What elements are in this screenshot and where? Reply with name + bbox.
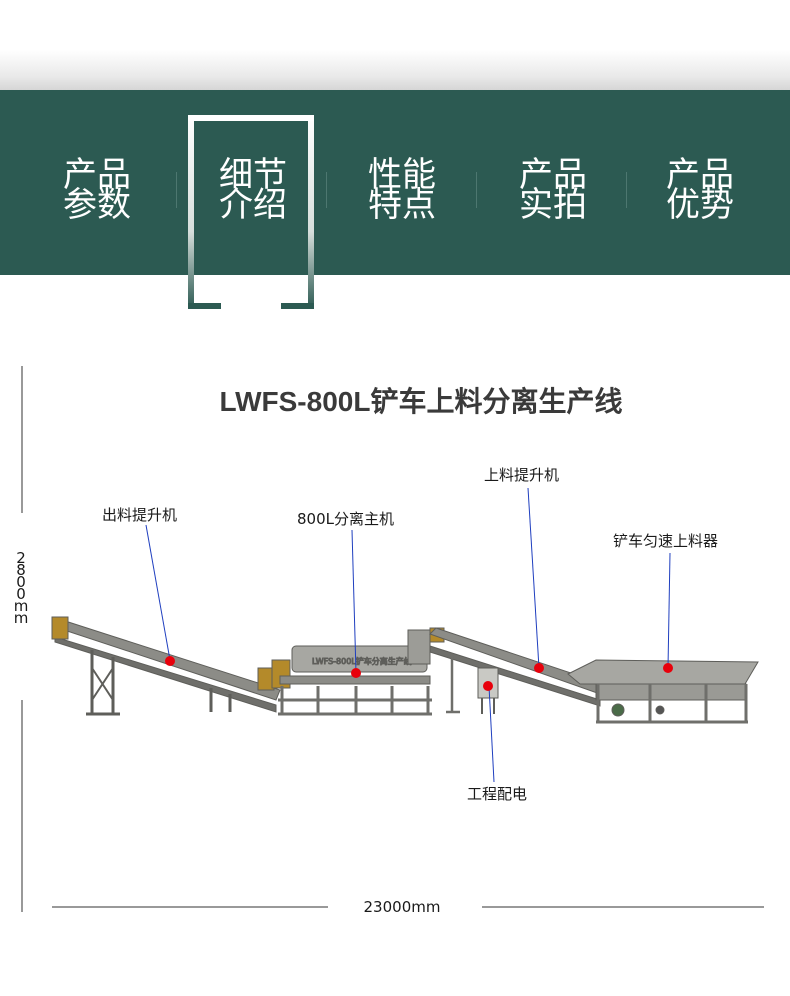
top-shadow [0,0,790,90]
discharge-elevator [51,616,281,716]
feed-elevator [429,627,605,714]
diagram-title: LWFS-800L铲车上料分离生产线 [219,386,623,417]
tab-label-line1: 性能 [368,155,436,195]
height-dimension-char: 0 [16,585,26,603]
marker-feed [534,663,544,673]
tab-divider [626,172,627,208]
label-discharge-elevator: 出料提升机 [102,506,177,524]
height-dimension-char: 0 [16,573,26,591]
tab-label-line2: 实拍 [519,185,587,225]
height-dimension-char: m [13,597,29,615]
tab-label-line2: 参数 [63,185,131,225]
tab-product-photos[interactable]: 产品 实拍 [493,155,613,225]
tab-product-advantages[interactable]: 产品 优势 [640,155,760,225]
tab-label-line2: 特点 [368,185,436,225]
tab-detail-intro[interactable]: 细节 介绍 [193,155,313,225]
tab-label-line1: 细节 [219,155,287,195]
label-loader-feeder: 铲车匀速上料器 [613,532,718,550]
machine-nameplate: LWFS-800L铲车分离生产线 [312,656,412,666]
markers [165,656,673,691]
tab-performance[interactable]: 性能 特点 [342,155,462,225]
tab-label-line1: 产品 [63,155,131,195]
loader-uniform-feeder [567,659,759,724]
label-feed-elevator: 上料提升机 [484,466,559,484]
tab-label-line2: 介绍 [219,185,287,225]
leader-lines [145,487,671,783]
tab-product-params[interactable]: 产品 参数 [37,155,157,225]
leader-line-separator [351,529,357,674]
tab-label-line1: 产品 [519,155,587,195]
tab-divider [476,172,477,208]
tab-label-line1: 产品 [666,155,734,195]
marker-power [483,681,493,691]
tab-banner [0,90,790,275]
leader-line-power [488,685,495,783]
tab-divider [326,172,327,208]
height-dimension-char: 2 [16,549,26,567]
leader-line-discharge [145,524,171,661]
leader-line-feeder [667,552,671,669]
tab-divider [176,172,177,208]
height-dimension-char: 8 [16,561,26,579]
label-separator-main: 800L分离主机 [297,510,394,528]
active-tab-frame [188,115,314,309]
label-power-distribution: 工程配电 [467,785,527,803]
leader-line-feed [527,487,540,669]
marker-feeder [663,663,673,673]
marker-discharge [165,656,175,666]
length-dimension-label: 23000mm [364,898,441,916]
tab-label-line2: 优势 [666,185,734,225]
marker-separator [351,668,361,678]
height-dimension-char: m [13,609,29,627]
